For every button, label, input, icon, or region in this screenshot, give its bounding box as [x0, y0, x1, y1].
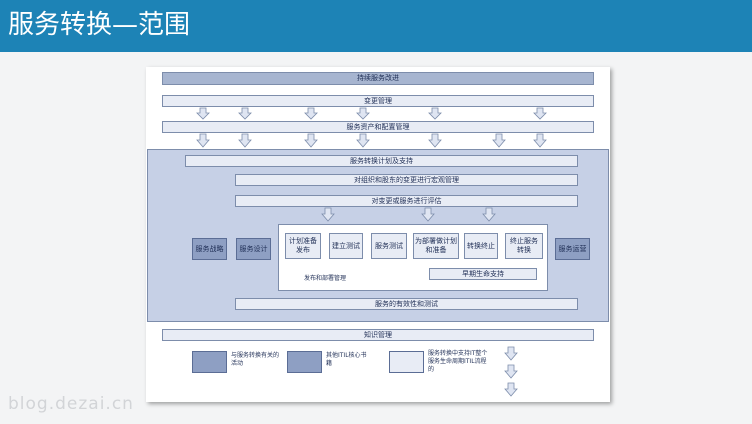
legend-process-text: 服务转换中支持IT整个服务生命周期ITIL流程的 — [428, 350, 488, 373]
arrow-icon — [421, 207, 435, 222]
scope-diagram: 持续服务改进 变更管理 服务资产和配置管理 服务转换计划及支持 对组织和股东的变… — [146, 67, 610, 402]
watermark: blog.dezai.cn — [8, 394, 134, 414]
arrow-icon — [533, 107, 547, 120]
arrow-icon — [428, 107, 442, 120]
arrow-icon — [196, 133, 210, 148]
arrow-icon — [533, 133, 547, 148]
end-transition-box: 终止服务转换 — [505, 233, 543, 259]
knowledge-management-bar: 知识管理 — [162, 329, 594, 341]
legend-process-swatch — [389, 351, 424, 373]
arrow-icon — [504, 346, 518, 361]
service-operation-box: 服务运营 — [555, 238, 590, 260]
slide-title: 服务转换—范围 — [8, 10, 191, 40]
arrow-icon — [504, 364, 518, 379]
arrow-icon — [356, 107, 370, 120]
service-test-box: 服务测试 — [371, 233, 407, 259]
arrow-icon — [504, 382, 518, 397]
legend-activity-swatch — [192, 351, 227, 373]
change-management-bar: 变更管理 — [162, 95, 594, 107]
arrow-icon — [428, 133, 442, 148]
org-change-bar: 对组织和股东的变更进行宏观管理 — [235, 174, 578, 186]
arrow-icon — [238, 107, 252, 120]
arrow-icon — [196, 107, 210, 120]
continual-improvement-bar: 持续服务改进 — [162, 72, 594, 85]
validation-bar: 服务的有效性和测试 — [235, 298, 578, 310]
arrow-icon — [492, 133, 506, 148]
arrow-icon — [304, 133, 318, 148]
legend-activity-text: 与服务转换有关的活动 — [231, 352, 280, 367]
planning-bar: 服务转换计划及支持 — [185, 155, 578, 167]
title-bar: 服务转换—范围 — [0, 0, 752, 52]
legend-itil-swatch — [287, 351, 322, 373]
deploy-plan-box: 为部署做计划和准备 — [413, 233, 459, 259]
early-life-support-bar: 早期生命支持 — [429, 268, 537, 280]
plan-release-box: 计划准备发布 — [285, 233, 321, 259]
arrow-icon — [304, 107, 318, 120]
legend-itil-text: 其他ITIL核心书籍 — [326, 352, 367, 367]
arrow-icon — [321, 207, 335, 222]
evaluation-bar: 对变更或服务进行评估 — [235, 195, 578, 207]
service-design-box: 服务设计 — [236, 238, 271, 260]
transition-close-box: 转换终止 — [464, 233, 498, 259]
arrow-icon — [482, 207, 496, 222]
arrow-icon — [238, 133, 252, 148]
service-strategy-box: 服务战略 — [192, 238, 227, 260]
arrow-icon — [356, 133, 370, 148]
flow-arrows — [196, 107, 547, 397]
build-test-box: 建立测试 — [329, 233, 363, 259]
sacm-bar: 服务资产和配置管理 — [162, 121, 594, 133]
deploy-mgmt-label: 发布和部署管理 — [304, 275, 347, 282]
